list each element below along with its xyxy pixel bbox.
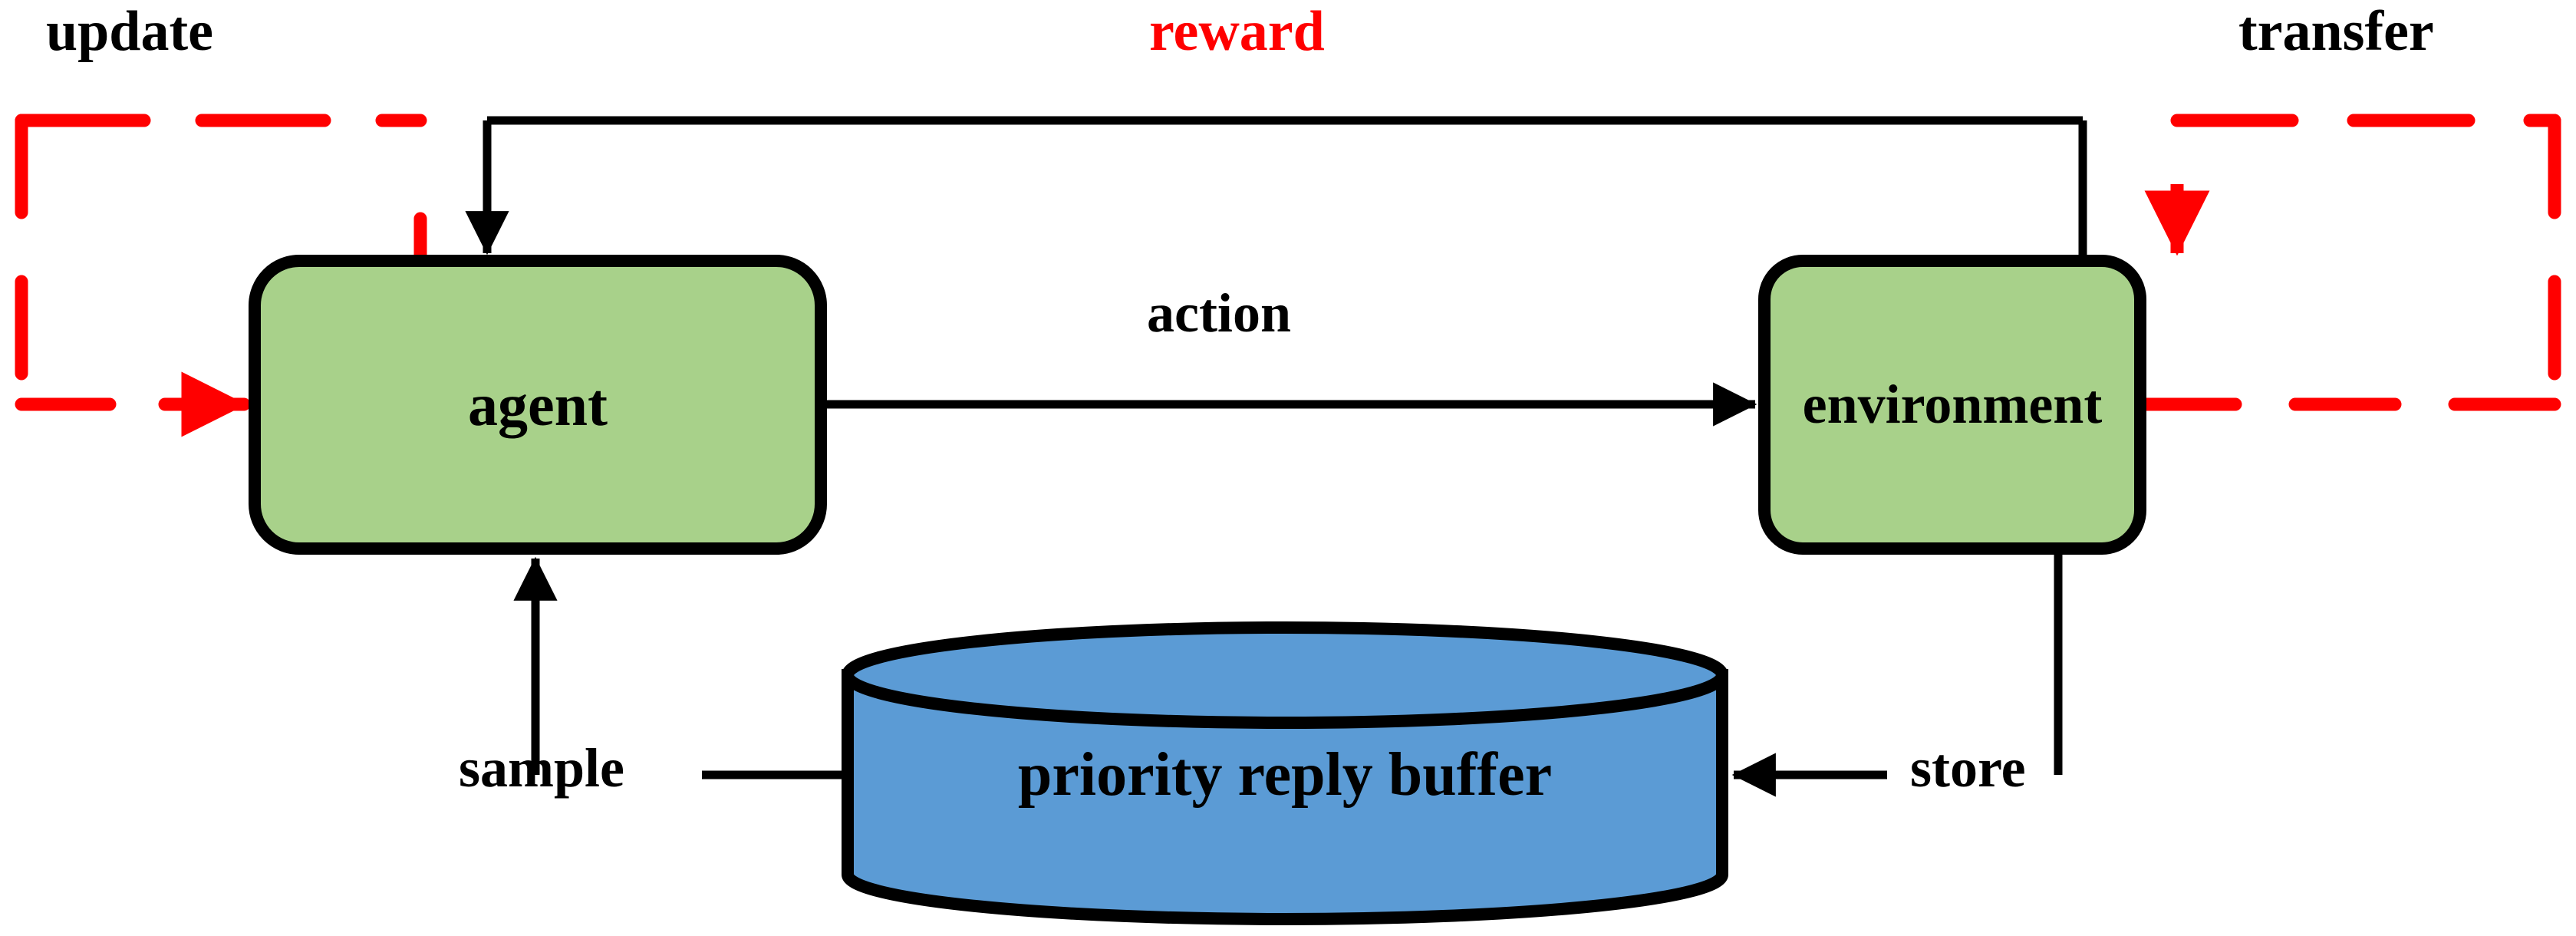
agent-node[interactable]: agent [255,261,821,549]
update-label: update [46,0,213,63]
reward-path [465,116,2087,261]
priority-reply-buffer-cylinder [842,621,1728,925]
environment-box [1758,255,2146,555]
agent-label: agent [468,371,608,438]
transfer-label: transfer [2238,0,2434,63]
store-label: store [1910,737,2026,799]
sample-arrow [513,556,848,779]
sample-label: sample [459,737,624,799]
reward-label: reward [1149,0,1325,63]
buffer-node[interactable]: priority reply buffer [848,675,1722,875]
environment-label: environment [1802,374,2103,435]
buffer-label: priority reply buffer [1017,740,1553,809]
environment-node[interactable]: environment [1764,261,2140,549]
transfer-dashed-path [2133,114,2561,411]
action-label: action [1147,282,1291,344]
store-arrow [1731,549,2063,797]
